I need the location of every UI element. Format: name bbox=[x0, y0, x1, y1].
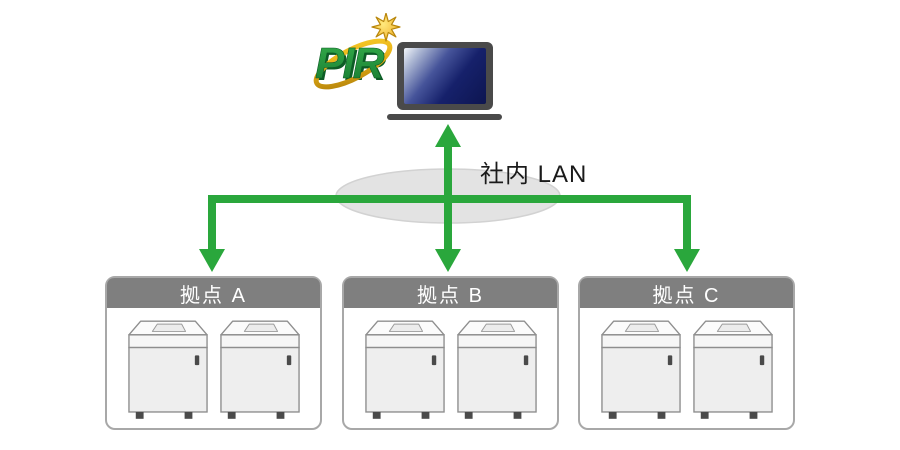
arrowhead-down-to-site-a bbox=[199, 249, 225, 272]
arrowhead-up-to-laptop bbox=[435, 124, 461, 147]
site-c-header: 拠点 C bbox=[580, 278, 793, 308]
site-c-machines bbox=[580, 318, 793, 422]
printer-icon bbox=[127, 318, 209, 422]
arrowhead-down-to-site-c bbox=[674, 249, 700, 272]
lan-label: 社内 LAN bbox=[480, 161, 588, 188]
printer-icon bbox=[364, 318, 446, 422]
site-a-header: 拠点 A bbox=[107, 278, 320, 308]
site-b-header: 拠点 B bbox=[344, 278, 557, 308]
site-box-b: 拠点 B bbox=[342, 276, 559, 430]
site-a-machines bbox=[107, 318, 320, 422]
site-b-machines bbox=[344, 318, 557, 422]
logo-swoosh-icon bbox=[313, 38, 393, 90]
arrowhead-down-to-site-b bbox=[435, 249, 461, 272]
laptop-screen-frame bbox=[397, 42, 493, 110]
printer-icon bbox=[456, 318, 538, 422]
pir-logo: PIR PIR bbox=[312, 12, 404, 99]
laptop-screen bbox=[404, 48, 486, 104]
logo-star-icon bbox=[371, 12, 401, 42]
logo-text: PIR bbox=[315, 39, 385, 88]
printer-icon bbox=[219, 318, 301, 422]
laptop-base bbox=[387, 114, 502, 120]
printer-icon bbox=[692, 318, 774, 422]
printer-icon bbox=[600, 318, 682, 422]
site-box-a: 拠点 A bbox=[105, 276, 322, 430]
site-box-c: 拠点 C bbox=[578, 276, 795, 430]
